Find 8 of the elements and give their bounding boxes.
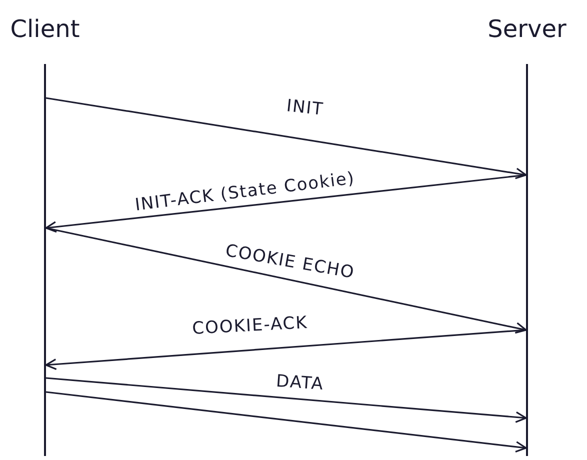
message-arrow (46, 391, 527, 453)
message-arrow (46, 97, 527, 180)
message-arrow (46, 377, 527, 423)
message-arrow (46, 227, 527, 334)
participant-label: Server (488, 14, 566, 44)
message-arrow (45, 174, 526, 233)
participant-label: Client (10, 14, 80, 44)
message-arrow (45, 329, 526, 370)
